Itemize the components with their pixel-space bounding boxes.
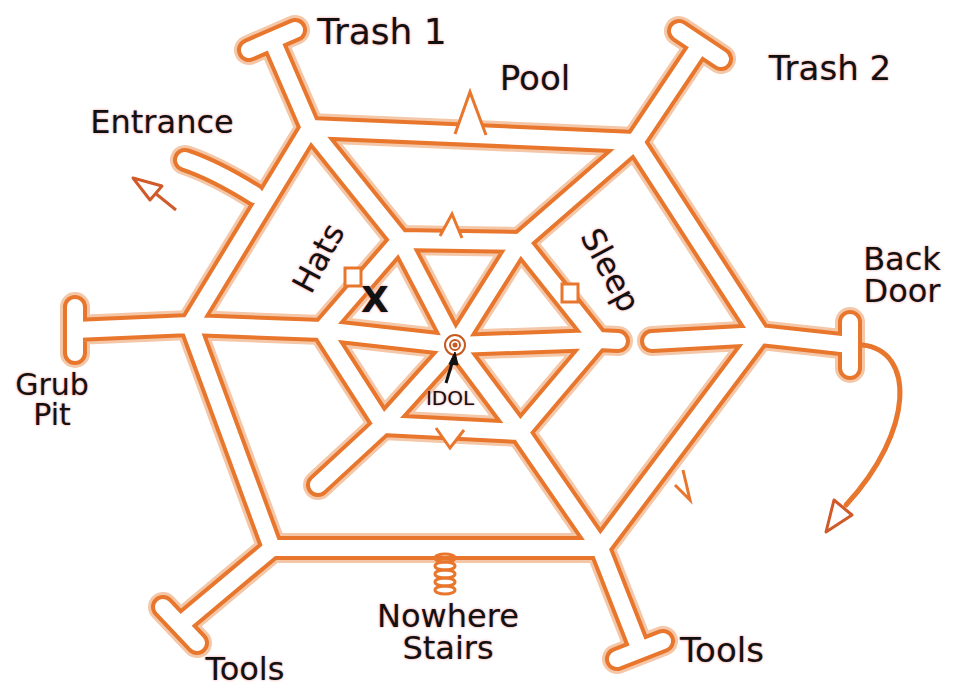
- map-label: Trash 1: [317, 14, 446, 50]
- map-label: Trash 2: [769, 51, 891, 85]
- idol-pointer: [446, 352, 458, 383]
- rooms: [345, 92, 690, 500]
- map-label: Grub Pit: [7, 370, 97, 430]
- map-label: IDOL: [426, 388, 474, 408]
- map-label: Back Door: [842, 243, 962, 307]
- back-door-arrow: [826, 500, 852, 532]
- map-label: Tools: [206, 653, 285, 685]
- map-label: Hats: [287, 218, 349, 297]
- tunnel-walls: [75, 30, 850, 659]
- entrance-arrow: [133, 178, 176, 210]
- map-label: Nowhere Stairs: [348, 600, 548, 664]
- map-label: X: [361, 282, 389, 318]
- map-label: Pool: [500, 61, 570, 95]
- back-door-path: [846, 345, 900, 505]
- stairs-coil: [435, 554, 455, 594]
- map-label: Tools: [680, 633, 764, 667]
- map-label: Entrance: [90, 106, 233, 138]
